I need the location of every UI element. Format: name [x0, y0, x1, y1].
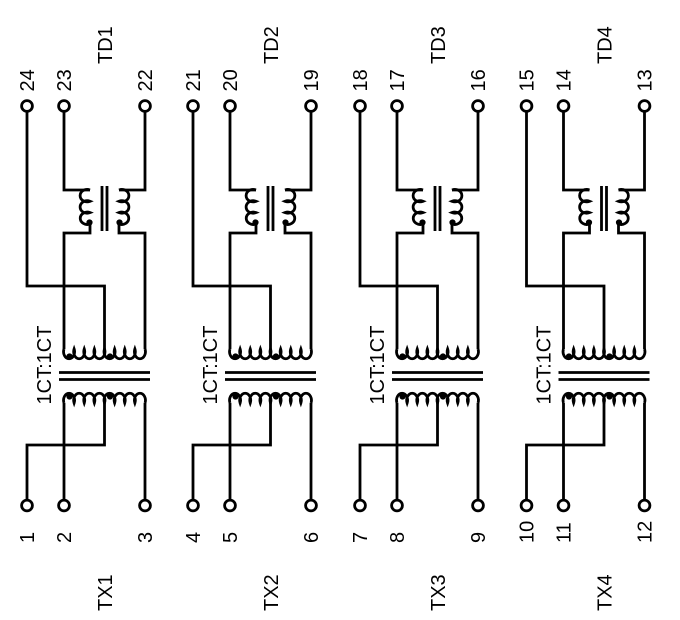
top-pin-label: 18: [350, 69, 372, 91]
bottom-pin-label: 1: [17, 532, 39, 543]
tx-label: TX2: [261, 574, 283, 611]
td-label: TD3: [428, 26, 450, 64]
top-pin-label: 23: [54, 69, 76, 91]
channel-circuit: [20, 99, 152, 513]
top-pin-label: 22: [135, 69, 157, 91]
channel-4: 15 14 13 TD4 1CT:1CT 10 11 12 TX4: [517, 26, 657, 611]
top-pin-label: 17: [387, 69, 409, 91]
bottom-pin-label: 3: [135, 532, 157, 543]
td-label: TD1: [95, 26, 117, 64]
channel-1: 24 23 22 TD1 1CT:1CT 1 2 3 TX1: [17, 26, 157, 611]
top-pin-label: 24: [17, 69, 39, 91]
td-label: TD2: [261, 26, 283, 64]
bottom-pin-label: 5: [220, 532, 242, 543]
bottom-pin-label: 11: [554, 522, 576, 543]
bottom-pin-label: 6: [301, 532, 323, 543]
channel-circuit: [353, 99, 485, 513]
channel-circuit: [519, 99, 652, 513]
tx-label: TX1: [95, 574, 117, 611]
bottom-pin-label: 2: [54, 532, 76, 543]
ratio-label: 1CT:1CT: [200, 326, 222, 405]
channel-3: 18 17 16 TD3 1CT:1CT 7 8 9 TX3: [350, 26, 490, 611]
ratio-label: 1CT:1CT: [34, 326, 56, 405]
ratio-label: 1CT:1CT: [534, 326, 556, 405]
channel-2: 21 20 19 TD2 1CT:1CT 4 5 6 TX2: [183, 26, 323, 611]
top-pin-label: 21: [183, 69, 205, 91]
bottom-pin-label: 8: [387, 532, 409, 543]
top-pin-label: 19: [301, 69, 323, 91]
bottom-pin-label: 7: [350, 532, 372, 543]
channel-circuit: [186, 99, 318, 513]
top-pin-label: 13: [635, 69, 657, 91]
top-pin-label: 20: [220, 69, 242, 91]
tx-label: TX4: [595, 574, 617, 611]
bottom-pin-label: 9: [468, 532, 490, 543]
top-pin-label: 15: [517, 69, 539, 91]
bottom-pin-label: 12: [635, 521, 657, 543]
td-label: TD4: [595, 26, 617, 64]
ratio-label: 1CT:1CT: [367, 326, 389, 405]
tx-label: TX3: [428, 574, 450, 611]
bottom-pin-label: 4: [183, 532, 205, 543]
bottom-pin-label: 10: [517, 521, 539, 543]
top-pin-label: 14: [554, 69, 576, 91]
top-pin-label: 16: [468, 69, 490, 91]
